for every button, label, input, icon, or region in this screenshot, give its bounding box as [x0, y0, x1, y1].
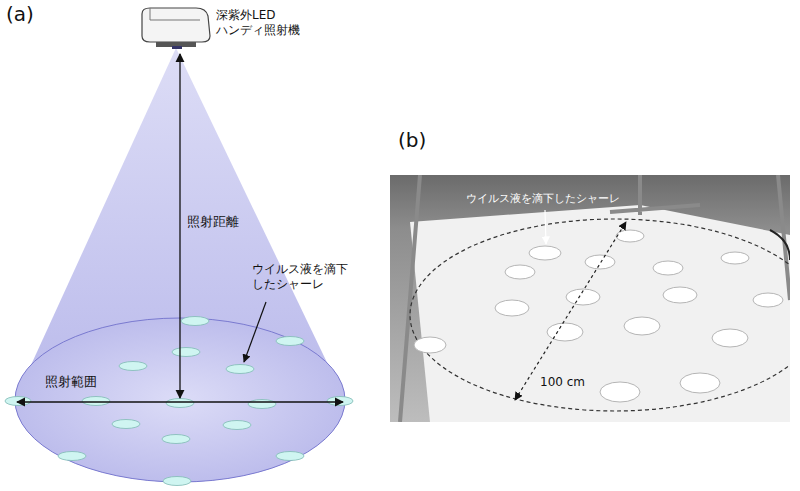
petri-dish	[163, 477, 191, 486]
petri-dish	[112, 420, 140, 429]
petri-dish	[119, 362, 147, 371]
device-handle	[150, 8, 200, 20]
device-led	[172, 46, 182, 49]
petri-dish	[721, 252, 749, 264]
petri-dish	[585, 255, 615, 269]
uv-led-device	[142, 8, 210, 49]
petri-dish	[276, 337, 304, 346]
cable	[770, 230, 790, 260]
frame-bars	[400, 175, 790, 422]
photo	[390, 175, 790, 422]
white-sheet	[410, 205, 790, 422]
petri-dish	[226, 365, 254, 374]
dimension-label: 照射距離	[187, 214, 239, 230]
dimension-label: 照射範囲	[45, 374, 97, 390]
petri-dish	[600, 382, 640, 402]
panel-letter: (b)	[398, 128, 426, 153]
device-label: 深紫外LED ハンディ照射機	[216, 8, 305, 38]
panel-letter: (a)	[6, 2, 34, 27]
leader-line	[545, 210, 546, 244]
petri-dishes	[414, 230, 783, 402]
petri-dish	[495, 300, 529, 316]
petri-dish	[58, 452, 86, 461]
device-body	[142, 8, 210, 42]
petri-dish	[327, 397, 353, 406]
petri-dish	[276, 452, 304, 461]
leader-line	[244, 302, 266, 362]
petri-dishes	[5, 317, 353, 486]
petri-dish	[505, 265, 535, 279]
petri-dish	[172, 348, 200, 357]
callout-label: ウイルス液を滴下したシャーレ	[466, 192, 620, 206]
petri-dish	[753, 293, 783, 307]
petri-dish	[653, 261, 683, 275]
callout-label: ウイルス液を滴下 したシャーレ	[252, 262, 355, 292]
petri-dish	[166, 399, 194, 408]
petri-dish	[529, 246, 561, 260]
petri-dish	[181, 317, 209, 326]
irradiation-area	[410, 219, 790, 411]
distance-arrow	[179, 54, 180, 398]
petri-dish	[5, 397, 31, 406]
petri-dish	[712, 329, 748, 347]
petri-dish	[680, 373, 720, 393]
petri-dish	[414, 337, 446, 353]
petri-dish	[624, 317, 660, 335]
petri-dish	[82, 397, 110, 406]
diameter-arrow	[515, 222, 626, 400]
petri-dish	[248, 400, 276, 409]
petri-dish	[547, 323, 583, 341]
dimension-label: 100 cm	[540, 375, 585, 390]
petri-dish	[162, 435, 190, 444]
petri-dish	[223, 421, 251, 430]
range-arrow	[17, 401, 343, 402]
photo-background	[390, 175, 790, 422]
petri-dish	[663, 287, 697, 303]
